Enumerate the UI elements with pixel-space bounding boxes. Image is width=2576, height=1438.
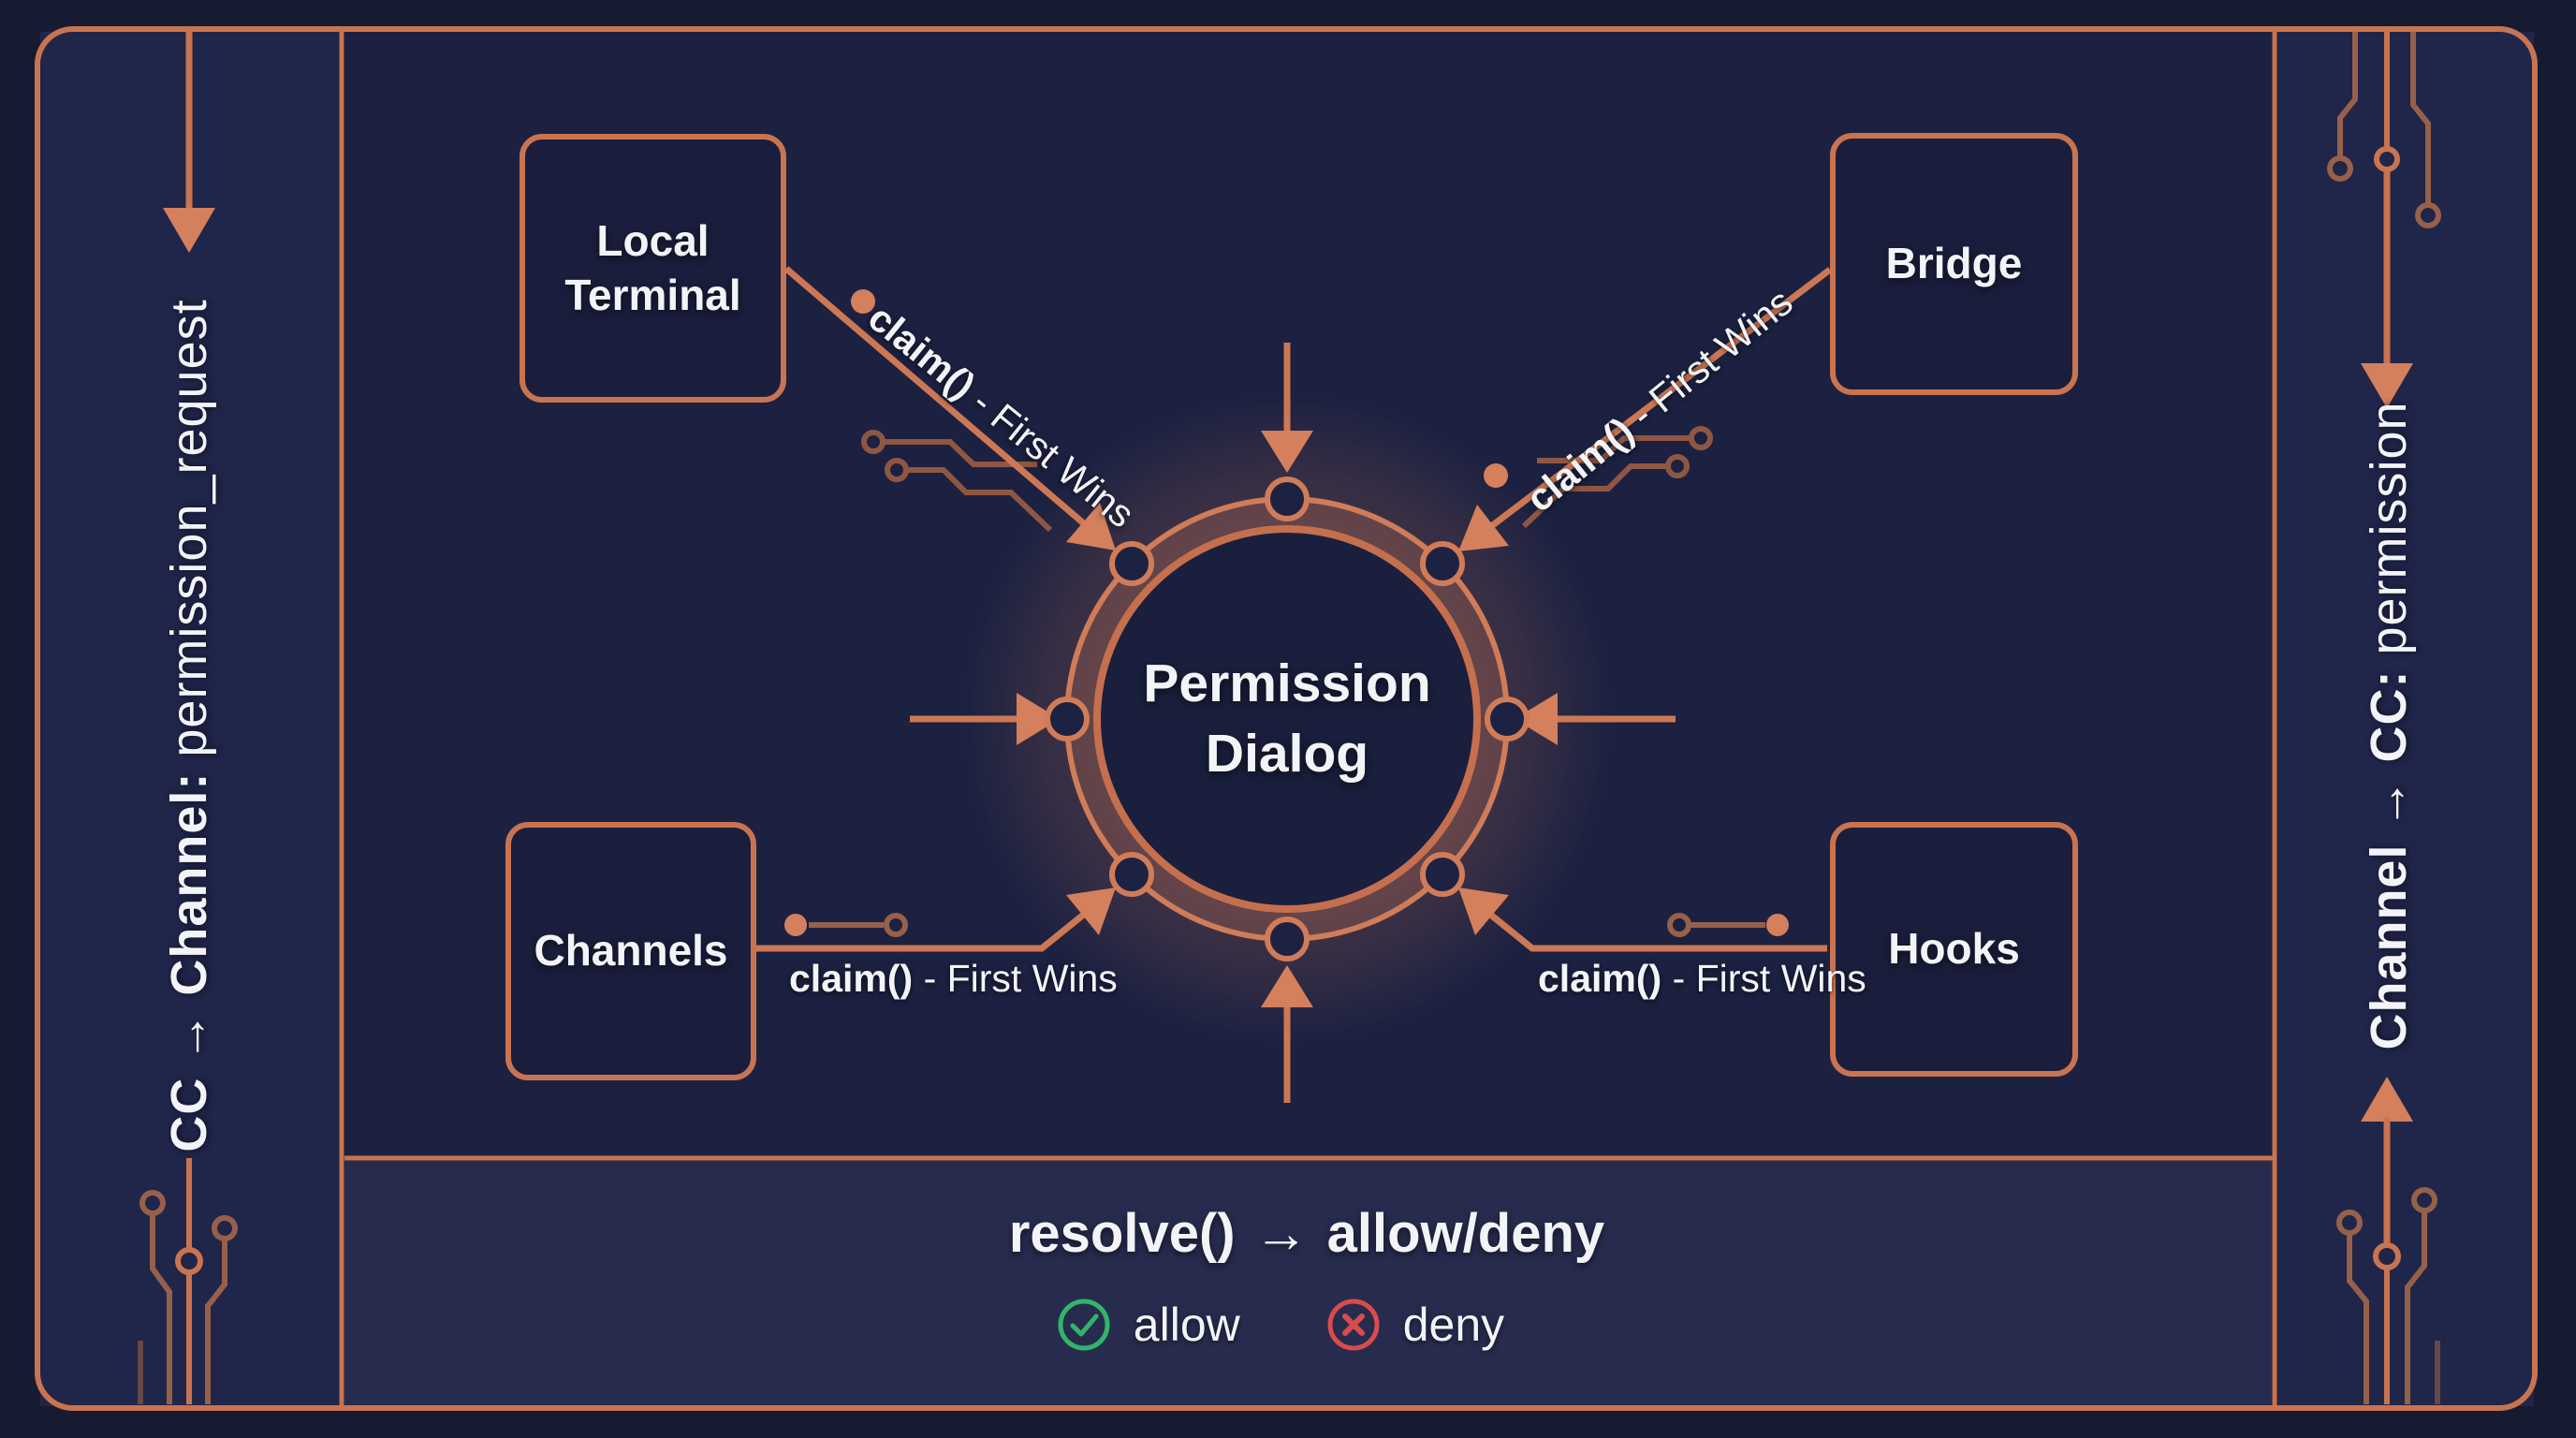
hooks-box: Hooks (1830, 822, 2078, 1077)
result-legend: allow deny (315, 1298, 2246, 1352)
resolve-fn: resolve() (1008, 1203, 1236, 1264)
channels-label: Channels (534, 926, 728, 976)
left-flow-bold: CC → Channel: (161, 771, 217, 1152)
right-sidebar-background (2277, 32, 2534, 1406)
bridge-box: Bridge (1830, 133, 2078, 395)
bridge-label: Bridge (1885, 239, 2023, 288)
dot-connector-bottom-left (784, 913, 908, 937)
allow-legend-item: allow (1057, 1298, 1240, 1352)
right-sidebar-up-arrow (2361, 1077, 2413, 1245)
right-flow-bold: Channel → CC: (2361, 669, 2417, 1050)
right-sidebar-flow-label: Channel → CC: permission (2360, 401, 2418, 1049)
local-terminal-box: Local Terminal (520, 134, 786, 403)
claim-dot-top-left (851, 289, 875, 314)
right-flow-code: permission (2361, 401, 2417, 655)
permission-dialog-line2: Dialog (1205, 724, 1369, 784)
circuit-decoration-top-right (1521, 426, 1713, 529)
circuit-decoration-top-left (861, 430, 1053, 533)
claim-suffix: - First Wins (923, 957, 1118, 1000)
inbound-arrows (756, 266, 1833, 1103)
claim-label-bottom-right: claim() - First Wins (1538, 957, 1866, 1001)
hooks-label: Hooks (1888, 924, 2020, 974)
claim-suffix: - First Wins (1672, 957, 1866, 1000)
claim-fn: claim() (789, 957, 914, 1000)
x-circle-icon (1327, 1299, 1380, 1351)
left-sidebar-circuit (138, 1158, 238, 1404)
arrow-from-bridge (1487, 267, 1833, 530)
ring-nodes (1045, 477, 1530, 961)
resolve-arrow: → (1253, 1203, 1309, 1264)
allow-label: allow (1133, 1299, 1240, 1351)
arrow-from-hooks (1486, 910, 1827, 952)
right-sidebar-down-arrow (2361, 170, 2413, 408)
claim-label-bottom-left: claim() - First Wins (789, 957, 1118, 1001)
right-sidebar-circuit-bottom (2336, 1187, 2440, 1404)
channels-box: Channels (505, 822, 756, 1080)
left-sidebar-down-arrow (163, 32, 215, 253)
dot-connector-bottom-right (1667, 913, 1789, 937)
permission-dialog-ring (1045, 477, 1530, 961)
inbound-arrowheads (1017, 431, 1558, 1007)
arrow-from-channels (756, 910, 1089, 952)
permission-dialog-line1: Permission (1143, 653, 1431, 713)
right-sidebar-circuit-top (2327, 32, 2441, 228)
permission-dialog-label: Permission Dialog (1081, 649, 1493, 789)
footer-bar-background (344, 1159, 2272, 1406)
resolve-result: allow/deny (1326, 1203, 1605, 1264)
left-sidebar-flow-label: CC → Channel: permission_request (160, 299, 218, 1152)
local-terminal-label: Local Terminal (564, 216, 741, 319)
check-circle-icon (1058, 1299, 1110, 1351)
frame-border (35, 26, 2538, 1411)
claim-dot-top-right (1484, 463, 1508, 488)
resolve-title: resolve() → allow/deny (342, 1202, 2272, 1265)
deny-label: deny (1402, 1299, 1505, 1351)
arrow-from-local-terminal (783, 266, 1089, 528)
claim-fn: claim() (1538, 957, 1662, 1000)
left-flow-code: permission_request (161, 299, 217, 757)
deny-legend-item: deny (1326, 1298, 1504, 1352)
